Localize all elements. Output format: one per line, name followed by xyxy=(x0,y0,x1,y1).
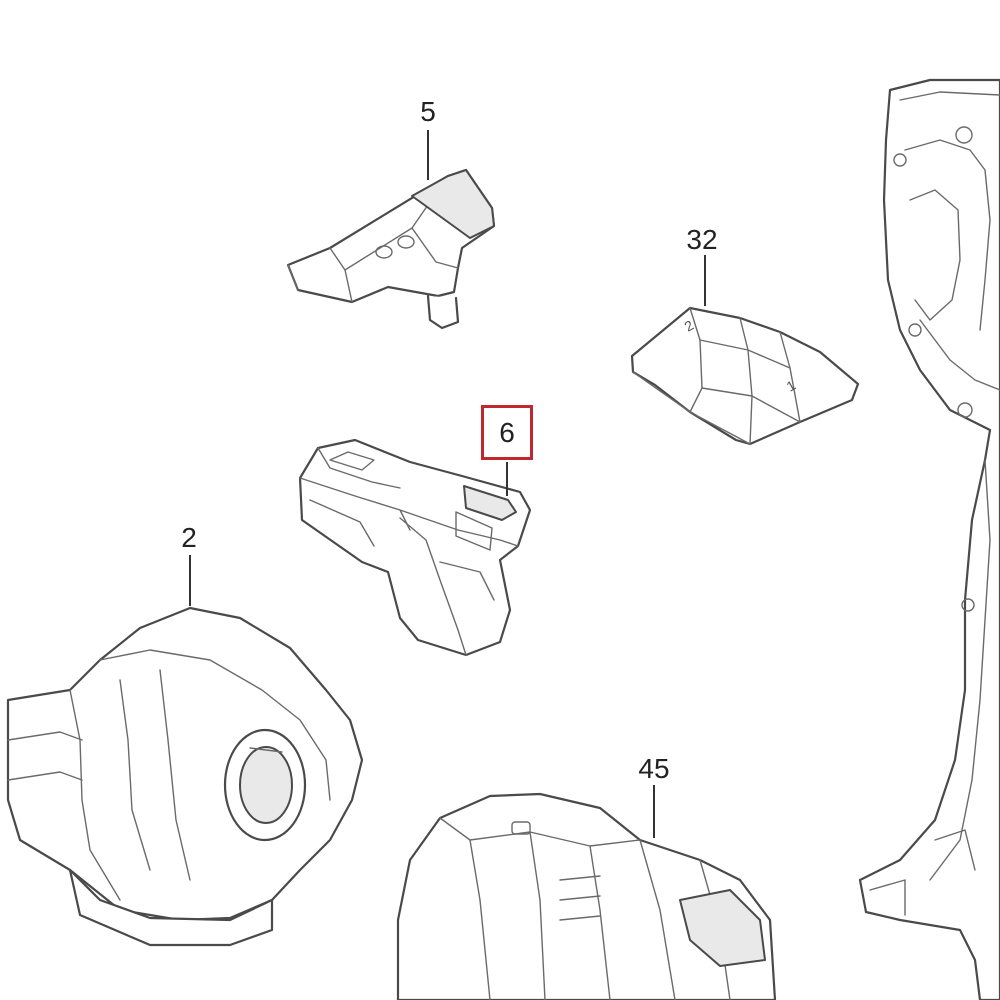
callout-part-2: 2 xyxy=(181,522,197,553)
part-32-switch-cap: 2 1 xyxy=(630,306,860,446)
callout-part-45: 45 xyxy=(638,753,670,784)
callout-part-5: 5 xyxy=(420,96,436,127)
part-45-gearbox xyxy=(396,792,777,1000)
part-6-trigger-switch xyxy=(298,438,532,657)
callout-part-6: 6 xyxy=(499,417,515,448)
part-2-motor xyxy=(6,606,364,947)
drill-housing-half xyxy=(858,78,1000,1000)
highlight-box-part-6 xyxy=(481,405,533,460)
leader-lines xyxy=(189,130,706,838)
part-5-slider xyxy=(286,168,496,330)
callout-part-32: 32 xyxy=(686,224,718,255)
